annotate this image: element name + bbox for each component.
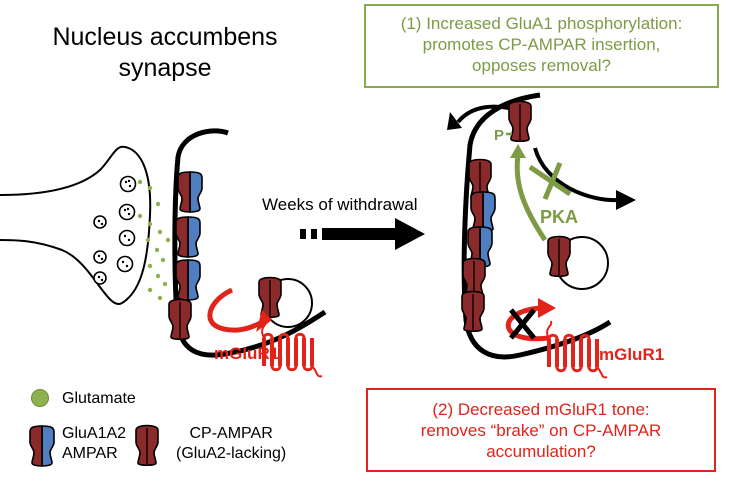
cross-green bbox=[528, 162, 572, 200]
transition-arrow bbox=[322, 218, 425, 250]
legend-line: CP-AMPAR bbox=[189, 425, 273, 442]
cp-ampar-phosphorylated bbox=[508, 100, 532, 143]
title-line: synapse bbox=[118, 54, 212, 82]
glua1a2-ampar bbox=[175, 259, 201, 301]
mglur1-label-right: mGluR1 bbox=[599, 345, 664, 364]
phospho-label: P bbox=[494, 127, 504, 144]
glutamate-icon bbox=[31, 389, 49, 407]
hypothesis-2-box: (2) Decreased mGluR1 tone: removes “brak… bbox=[366, 388, 716, 472]
hypothesis-1-line: opposes removal? bbox=[472, 56, 611, 75]
glua1a2-ampar bbox=[175, 216, 201, 258]
hypothesis-2-line: removes “brake” on CP-AMPAR bbox=[420, 421, 662, 440]
dash bbox=[300, 229, 306, 239]
legend-line: AMPAR bbox=[62, 445, 118, 462]
glua1a2-ampar bbox=[177, 171, 203, 213]
cross-black bbox=[509, 308, 536, 340]
presynaptic-terminal bbox=[0, 145, 152, 306]
transition-label: Weeks of withdrawal bbox=[262, 195, 418, 214]
glutamate-dots bbox=[137, 179, 171, 301]
legend-glutamate-label: Glutamate bbox=[62, 390, 136, 407]
pka-label: PKA bbox=[540, 207, 578, 227]
hypothesis-1-line: (1) Increased GluA1 phosphorylation: bbox=[400, 14, 683, 33]
legend-cp-ampar-label: CP-AMPAR (GluA2-lacking) bbox=[176, 424, 286, 464]
synaptic-vesicles bbox=[93, 175, 137, 285]
cp-ampar-internal bbox=[547, 235, 571, 278]
cp-ampar bbox=[168, 298, 192, 341]
removal-arrow-left bbox=[207, 287, 264, 333]
glua1a2-ampar bbox=[470, 191, 496, 233]
pka-arrow bbox=[514, 154, 548, 242]
legend-line: (GluA2-lacking) bbox=[176, 445, 287, 462]
legend-glua1a2-label: GluA1A2 AMPAR bbox=[62, 424, 126, 464]
glua1a2-icon bbox=[29, 425, 55, 467]
dash bbox=[311, 229, 317, 239]
cp-ampar-icon bbox=[135, 424, 159, 467]
hypothesis-1-line: promotes CP-AMPAR insertion, bbox=[422, 35, 661, 54]
title-line: Nucleus accumbens bbox=[52, 23, 278, 51]
mglur1-label-left: mGluR1 bbox=[214, 344, 279, 363]
cp-ampar bbox=[461, 290, 485, 333]
hypothesis-2-line: accumulation? bbox=[486, 442, 596, 461]
hypothesis-1-box: (1) Increased GluA1 phosphorylation: pro… bbox=[364, 4, 719, 88]
diagram-title: Nucleus accumbens synapse bbox=[15, 22, 315, 84]
legend-line: GluA1A2 bbox=[62, 425, 127, 442]
hypothesis-2-line: (2) Decreased mGluR1 tone: bbox=[432, 400, 650, 419]
removal-arrow-right bbox=[533, 147, 621, 203]
